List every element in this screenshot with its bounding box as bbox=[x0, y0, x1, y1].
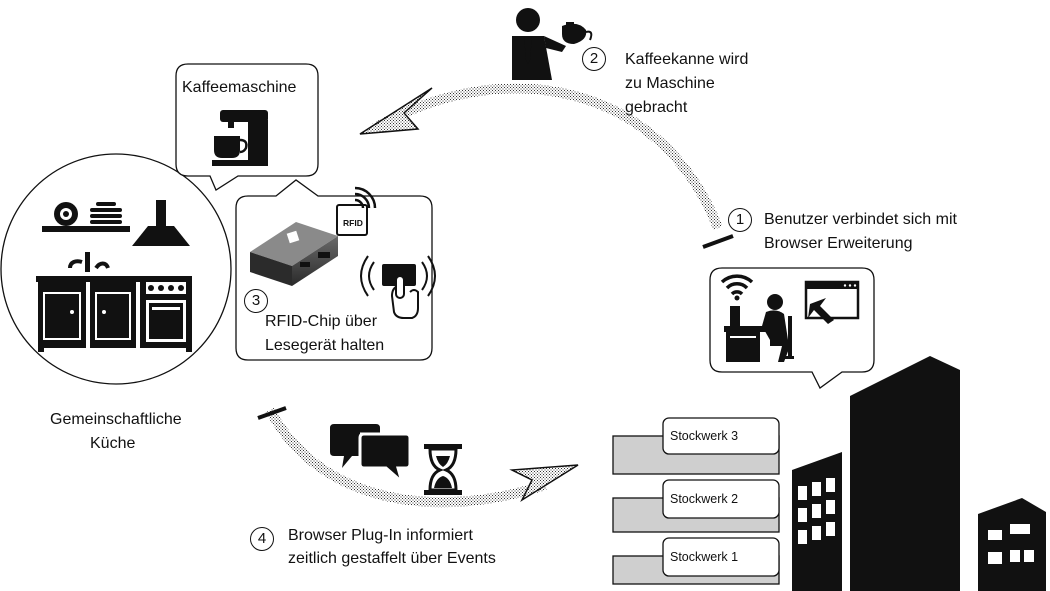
floor-1-label: Stockwerk 1 bbox=[670, 550, 739, 564]
coffee-machine-bubble bbox=[175, 63, 319, 191]
kitchen-circle bbox=[0, 153, 232, 385]
step-2-line-2: zu Maschine bbox=[625, 75, 715, 92]
user-desk-icon bbox=[720, 274, 860, 362]
top-flow-arrow bbox=[359, 83, 734, 249]
coffee-machine-label: Kaffeemaschine bbox=[182, 79, 297, 96]
rfid-tag-icon bbox=[336, 186, 377, 236]
step-4-number: 4 bbox=[250, 527, 274, 551]
step-1-number: 1 bbox=[728, 208, 752, 232]
floor-3-label: Stockwerk 3 bbox=[670, 429, 739, 443]
step-1-line-1: Benutzer verbindet sich mit bbox=[764, 211, 957, 228]
step-2-line-1: Kaffeekanne wird bbox=[625, 51, 749, 68]
kitchen-label-line-2: Küche bbox=[90, 435, 136, 452]
kitchen-label-line-1: Gemeinschaftliche bbox=[50, 411, 182, 428]
kitchen-icon bbox=[36, 200, 192, 352]
building-windows bbox=[798, 82, 1034, 564]
office-building-icon bbox=[792, 356, 1046, 591]
step-2-number: 2 bbox=[582, 47, 606, 71]
floor-2-label: Stockwerk 2 bbox=[670, 492, 739, 506]
rfid-bubble bbox=[235, 179, 433, 361]
rfid-tag-label: RFID bbox=[343, 218, 363, 228]
step-4-line-2: zeitlich gestaffelt über Events bbox=[288, 550, 496, 567]
hand-card-icon bbox=[360, 255, 436, 319]
step-4-line-1: Browser Plug-In informiert bbox=[288, 527, 473, 544]
raspberry-pi-case bbox=[250, 222, 338, 286]
step-3-line-2: Lesegerät halten bbox=[265, 337, 385, 354]
step-2-line-3: gebracht bbox=[625, 99, 688, 116]
waiter-coffee-icon bbox=[512, 8, 593, 80]
chat-bubbles-icon bbox=[330, 424, 412, 487]
hourglass-icon bbox=[424, 444, 462, 495]
floor-stack bbox=[612, 417, 780, 585]
coffee-machine-icon bbox=[212, 110, 268, 166]
step-1-line-2: Browser Erweiterung bbox=[764, 235, 913, 252]
bottom-flow-arrow bbox=[257, 406, 579, 508]
step-3-line-1: RFID-Chip über bbox=[265, 313, 378, 330]
step-3-number: 3 bbox=[244, 289, 268, 313]
